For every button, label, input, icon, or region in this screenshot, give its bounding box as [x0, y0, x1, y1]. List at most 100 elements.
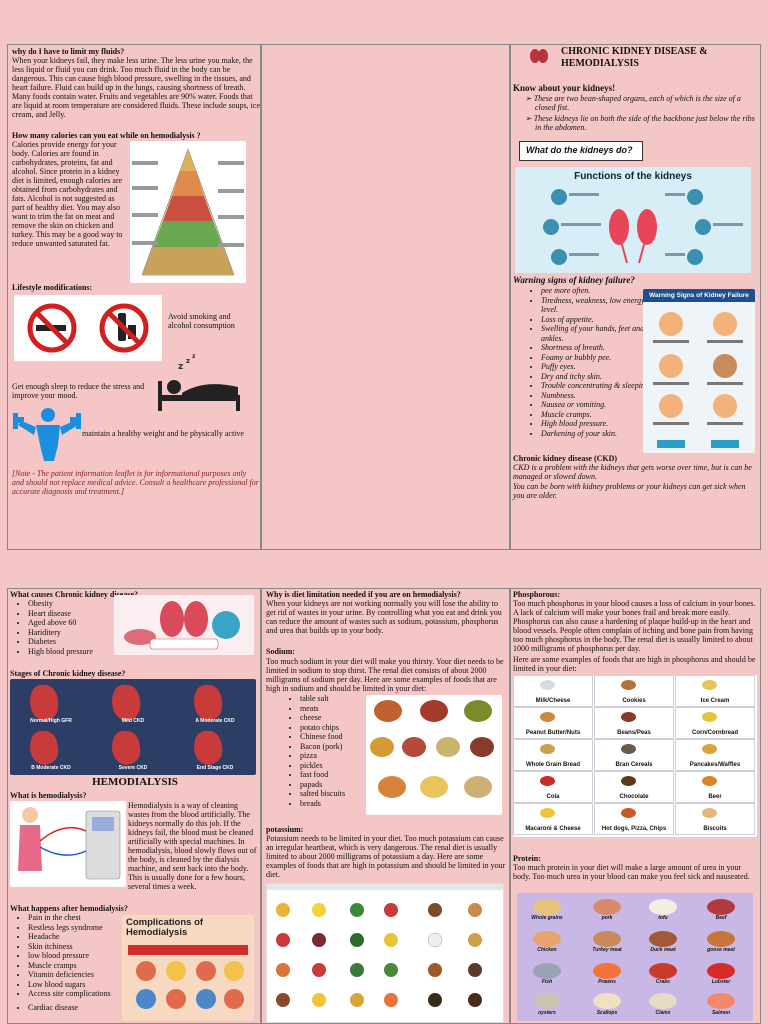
sodium-foods-image: [366, 695, 502, 815]
diet-limitation-title: Why is diet limitation needed if you are…: [266, 590, 461, 599]
lifestyle-sleep-text: Get enough sleep to reduce the stress an…: [12, 382, 145, 400]
svg-text:z: z: [186, 357, 190, 365]
hemodialysis-text: Hemodialysis is a way of cleaning wastes…: [128, 801, 257, 891]
lifestyle-title: Lifestyle modifications:: [12, 283, 93, 292]
food-cell: Beer: [675, 771, 755, 803]
phosphorus-foods-grid: Milk/Cheese Cookies Ice Cream Peanut But…: [513, 675, 757, 837]
list-item: Low blood sugars: [28, 980, 138, 990]
list-item: Numbness.: [541, 391, 653, 401]
protein-foods-image: Whole grains pork tofu Beef Chicken Turk…: [517, 893, 753, 1021]
list-item: Muscle cramps: [28, 961, 138, 971]
list-item: Vitamin deficiencies: [28, 970, 138, 980]
stage-label: Severe CKD: [118, 765, 148, 771]
list-item: Heart disease: [28, 609, 128, 619]
list-item: Trouble concentrating & sleeping.: [541, 381, 653, 391]
protein-label: tofu: [658, 915, 668, 921]
list-item: papads: [300, 780, 380, 790]
protein-label: Salmon: [711, 1010, 731, 1016]
list-item: pee more often.: [541, 286, 653, 296]
potassium-text: Potassium needs to be limited in your di…: [266, 834, 506, 879]
protein-label: Fish: [541, 979, 553, 985]
protein-label: goose meat: [707, 947, 735, 953]
protein-label: Lobster: [711, 979, 731, 985]
stage-label: Normal/High GFR: [30, 718, 72, 724]
calories-answer: Calories provide energy for your body. C…: [12, 140, 123, 248]
food-cell: Beans/Peas: [594, 707, 674, 739]
list-item: Diabetes: [28, 637, 128, 647]
warning-signs-image: Warning Signs of Kidney Failure: [643, 289, 755, 453]
exercise-icon: [12, 407, 82, 463]
list-item: Cardiac disease: [28, 1003, 138, 1013]
food-cell: Corn/Cornbread: [675, 707, 755, 739]
warning-signs-title: Warning signs of kidney failure?: [513, 275, 635, 285]
after-hemodialysis-list: Pain in the chest Restless legs syndrome…: [14, 913, 138, 1012]
protein-label: Chicken: [537, 947, 557, 953]
protein-label: Clams: [655, 1010, 671, 1016]
stages-title: Stages of Chronic kidney disease?: [10, 669, 126, 678]
food-cell: Biscuits: [675, 803, 755, 835]
lifestyle-smoking-text: Avoid smoking and alcohol consumption: [168, 312, 235, 330]
food-cell: Chocolate: [594, 771, 674, 803]
food-cell: Macaroni & Cheese: [513, 803, 593, 835]
protein-text: Too much protein in your diet will make …: [513, 863, 750, 881]
phosphorus-text: Too much phosphorus in your blood causes…: [513, 599, 756, 653]
list-item: Tiredness, weakness, low energy level.: [541, 296, 653, 315]
panel-diet-limitation: Why is diet limitation needed if you are…: [261, 588, 510, 1024]
list-item: Hariditery: [28, 628, 128, 638]
sodium-foods-list: table salt meats cheese potato chips Chi…: [286, 694, 380, 808]
calories-question: How many calories can you eat while on h…: [12, 131, 201, 140]
protein-label: Beef: [715, 915, 727, 921]
disclaimer-note: [Note - The patient information leaflet …: [12, 469, 259, 496]
panel-blank: [261, 44, 510, 550]
list-item: Bacon (pork): [300, 742, 380, 752]
svg-text:z: z: [178, 362, 183, 372]
kidneys-do-box: What do the kidneys do?: [519, 141, 643, 161]
svg-text:z: z: [192, 353, 196, 360]
no-smoking-no-alcohol-image: [14, 295, 162, 361]
list-item: low blood pressure: [28, 951, 138, 961]
protein-label: Scallops: [596, 1010, 618, 1016]
after-hemodialysis-title: What happens after hemodialysis?: [10, 904, 128, 913]
food-cell: Pancakes/Waffles: [675, 739, 755, 771]
list-item: Foamy or bubbly pee.: [541, 353, 653, 363]
potassium-title: potassium:: [266, 825, 304, 834]
list-item: fast food: [300, 770, 380, 780]
list-item: breads: [300, 799, 380, 809]
list-item: Aged above 60: [28, 618, 128, 628]
dialysis-machine-image: [10, 801, 126, 887]
panel-phosphorus-protein: Phosphorous: Too much phosphorus in your…: [510, 588, 761, 1024]
food-cell: Bran Cereals: [594, 739, 674, 771]
what-is-hemodialysis-title: What is hemodialysis?: [10, 791, 87, 800]
list-item: Dry and itchy skin.: [541, 372, 653, 382]
causes-list: Obesity Heart disease Aged above 60 Hari…: [14, 599, 128, 656]
stage-label: A Moderate CKD: [195, 718, 235, 724]
list-item: Darkening of your skin.: [541, 429, 653, 439]
ckd-text-1: CKD is a problem with the kidneys that g…: [513, 463, 752, 481]
list-item: pickles: [300, 761, 380, 771]
list-item: potato chips: [300, 723, 380, 733]
list-item: Swelling of your hands, feet and ankles.: [541, 324, 653, 343]
list-item: table salt: [300, 694, 380, 704]
protein-label: oysters: [538, 1010, 556, 1016]
phosphorus-title: Phosphorous:: [513, 590, 560, 599]
list-item: Obesity: [28, 599, 128, 609]
phosphorus-text-2: Here are some examples of foods that are…: [513, 655, 756, 673]
stage-label: Mild CKD: [121, 718, 145, 724]
fluids-answer: When your kidneys fail, they make less u…: [12, 56, 260, 119]
diet-limitation-text: When your kidneys are not working normal…: [266, 599, 502, 635]
list-item: Nausea or vomiting.: [541, 400, 653, 410]
list-item: High blood pressure.: [541, 419, 653, 429]
kidney-detection-image: [114, 595, 254, 655]
panel-causes-hemodialysis: What causes Chronic kidney disease? Obes…: [7, 588, 261, 1024]
know-kidneys-title: Know about your kidneys!: [513, 83, 616, 93]
food-cell: Peanut Butter/Nuts: [513, 707, 593, 739]
list-item: salted biscuits: [300, 789, 380, 799]
ckd-text-2: You can be born with kidney problems or …: [513, 482, 746, 500]
warning-signs-list: pee more often. Tiredness, weakness, low…: [527, 286, 653, 438]
list-item: Puffy eyes.: [541, 362, 653, 372]
protein-label: Turkey meat: [592, 947, 622, 953]
list-item: Chinese food: [300, 732, 380, 742]
know-item-1: ➢ These are two bean-shaped organs, each…: [525, 94, 741, 112]
list-item: cheese: [300, 713, 380, 723]
protein-label: Crabs: [655, 979, 671, 985]
